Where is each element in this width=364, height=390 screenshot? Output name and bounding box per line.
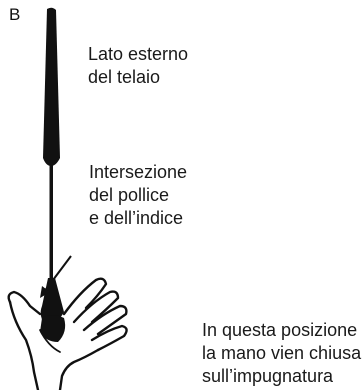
racket-frame-edge bbox=[43, 7, 60, 167]
caption-line: In questa posizione bbox=[202, 320, 358, 340]
grip-in-palm bbox=[40, 315, 66, 342]
caption-hand-position: In questa posizione la mano vien chiusa … bbox=[202, 319, 361, 388]
caption-line: Lato esterno bbox=[88, 44, 189, 64]
racket-shaft bbox=[49, 165, 53, 280]
caption-line: sull’impugnatura bbox=[202, 366, 334, 386]
caption-line: la mano vien chiusa bbox=[202, 343, 362, 363]
caption-line: del pollice bbox=[89, 185, 170, 205]
caption-line: del telaio bbox=[88, 67, 161, 87]
pointer-arrow bbox=[40, 255, 72, 298]
caption-frame-edge: Lato esterno del telaio bbox=[88, 43, 188, 89]
panel-letter: B bbox=[9, 5, 21, 24]
caption-thumb-index-intersection: Intersezione del pollice e dell’indice bbox=[89, 161, 187, 230]
hand-illustration bbox=[7, 277, 128, 390]
caption-line: Intersezione bbox=[89, 162, 188, 182]
caption-line: e dell’indice bbox=[89, 208, 184, 228]
